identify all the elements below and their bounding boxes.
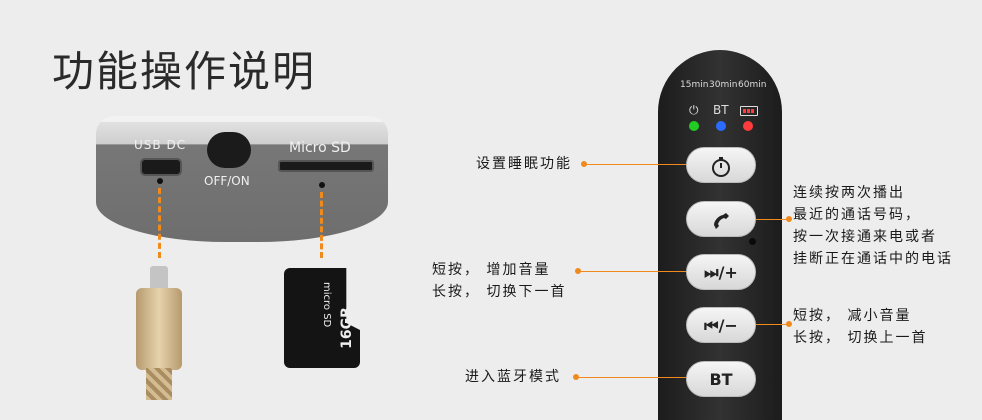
stopwatch-icon [712, 156, 730, 177]
sd-guide-line [320, 192, 323, 258]
led-blue [716, 121, 726, 131]
power-switch[interactable] [207, 132, 251, 168]
phone-icon [714, 212, 729, 229]
bt-annotation: 进入蓝牙模式 [465, 369, 561, 385]
bt-leader-cap [573, 374, 579, 380]
usb-guide-line [158, 188, 161, 258]
call-leader-cap [786, 216, 792, 222]
usb-port-marker [157, 178, 163, 184]
speaker-device: USB DC OFF/ON Micro SD [96, 116, 388, 242]
off-on-label: OFF/ON [204, 174, 250, 188]
led-green [689, 121, 699, 131]
page-title: 功能操作说明 [52, 47, 317, 96]
bt-indicator-label: BT [713, 103, 729, 117]
next-leader-cap [575, 268, 581, 274]
sd-card-capacity: 16GB [338, 307, 355, 349]
device-top-edge [96, 116, 388, 122]
next-volume-up-button[interactable]: ⏭/+ [686, 254, 756, 290]
timer-button[interactable] [686, 147, 756, 183]
bt-leader-line [574, 377, 686, 378]
prev-annotation: 短按， 减小音量 长按， 切换上一首 [793, 305, 927, 349]
next-annotation-short: 短按， 增加音量 [432, 262, 551, 278]
sd-card-slot [278, 160, 374, 172]
call-annotation-line-2: 最近的通话号码， [793, 207, 921, 223]
next-annotation: 短按， 增加音量 长按， 切换下一首 [432, 259, 566, 303]
prev-annotation-short: 短按， 减小音量 [793, 308, 912, 324]
prev-annotation-long: 长按， 切换上一首 [793, 330, 928, 346]
timer-leader-line [582, 164, 686, 165]
call-leader-line [756, 219, 788, 220]
led-red [743, 121, 753, 131]
timer-15-label: 15min [680, 80, 709, 90]
usb-port [140, 158, 182, 176]
timer-leader-cap [581, 161, 587, 167]
usb-dc-label: USB DC [134, 138, 187, 152]
sd-slot-marker [319, 182, 325, 188]
sd-card-brand: micro SD [321, 282, 332, 328]
prev-leader-line [756, 324, 788, 325]
microphone-hole [749, 238, 756, 245]
next-annotation-long: 长按， 切换下一首 [432, 284, 567, 300]
timer-30-label: 30min [709, 80, 738, 90]
bt-mode-button[interactable]: BT [686, 361, 756, 397]
call-annotation-line-1: 连续按两次播出 [793, 185, 905, 201]
call-button[interactable] [686, 201, 756, 237]
call-annotation-line-4: 挂断正在通话中的电话 [793, 251, 953, 267]
prev-leader-cap [786, 321, 792, 327]
usb-cable-plug [136, 288, 182, 370]
call-annotation: 连续按两次播出 最近的通话号码， 按一次接通来电或者 挂断正在通话中的电话 [793, 182, 953, 270]
battery-icon [740, 106, 758, 116]
call-annotation-line-3: 按一次接通来电或者 [793, 229, 937, 245]
next-leader-line [576, 271, 686, 272]
timer-annotation: 设置睡眠功能 [476, 156, 572, 172]
prev-volume-down-button[interactable]: ⏮/− [686, 307, 756, 343]
micro-usb-connector [150, 266, 168, 288]
power-icon: ⏻ [689, 103, 699, 117]
timer-60-label: 60min [738, 80, 767, 90]
micro-sd-label: Micro SD [289, 140, 351, 156]
usb-cable-braid [146, 368, 172, 400]
